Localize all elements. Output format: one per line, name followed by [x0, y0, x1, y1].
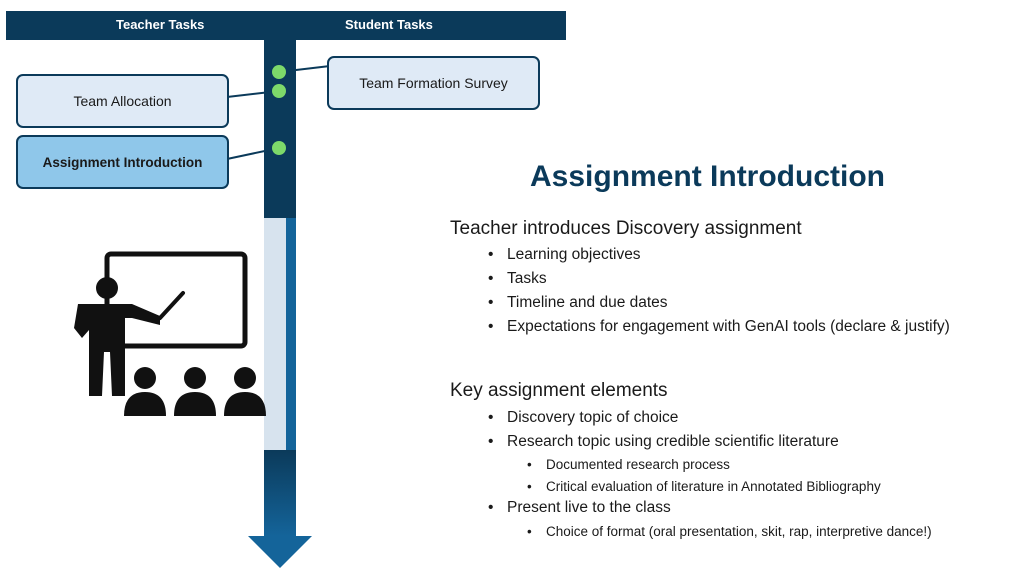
section-heading-key-elements: Key assignment elements	[450, 380, 668, 401]
node-allocation	[272, 84, 286, 98]
bullet-item: Timeline and due dates	[488, 294, 668, 312]
bullet-item: Expectations for engagement with GenAI t…	[488, 318, 950, 336]
callout-team-formation-survey: Team Formation Survey	[327, 56, 540, 110]
node-survey	[272, 65, 286, 79]
section-heading-teacher-intro: Teacher introduces Discovery assignment	[450, 218, 802, 239]
slide-title: Assignment Introduction	[530, 160, 885, 193]
callout-survey-label: Team Formation Survey	[359, 75, 508, 91]
sub-bullet-item: Critical evaluation of literature in Ann…	[527, 479, 881, 494]
bullet-item: Present live to the class	[488, 499, 671, 517]
callout-assignment-introduction: Assignment Introduction	[16, 135, 229, 189]
node-intro	[272, 141, 286, 155]
connector-allocation	[226, 90, 280, 98]
connector-survey	[278, 65, 331, 73]
bullet-item: Discovery topic of choice	[488, 409, 678, 427]
bullet-item: Research topic using credible scientific…	[488, 433, 839, 451]
sub-bullet-item: Choice of format (oral presentation, ski…	[527, 524, 932, 539]
sub-bullet-item: Documented research process	[527, 457, 730, 472]
student-tasks-label: Student Tasks	[345, 17, 433, 32]
swimlane-header: Teacher Tasks Student Tasks	[6, 11, 566, 40]
teacher-tasks-label: Teacher Tasks	[116, 17, 205, 32]
timeline-lower-segment	[264, 450, 296, 536]
timeline-edge	[286, 218, 296, 450]
bullet-item: Tasks	[488, 270, 546, 288]
timeline-arrowhead	[248, 536, 312, 568]
callout-team-allocation: Team Allocation	[16, 74, 229, 128]
teacher-presenting-icon	[74, 251, 266, 416]
callout-allocation-label: Team Allocation	[73, 93, 172, 109]
connector-intro	[226, 147, 280, 160]
callout-intro-label: Assignment Introduction	[42, 154, 203, 170]
bullet-item: Learning objectives	[488, 246, 641, 264]
